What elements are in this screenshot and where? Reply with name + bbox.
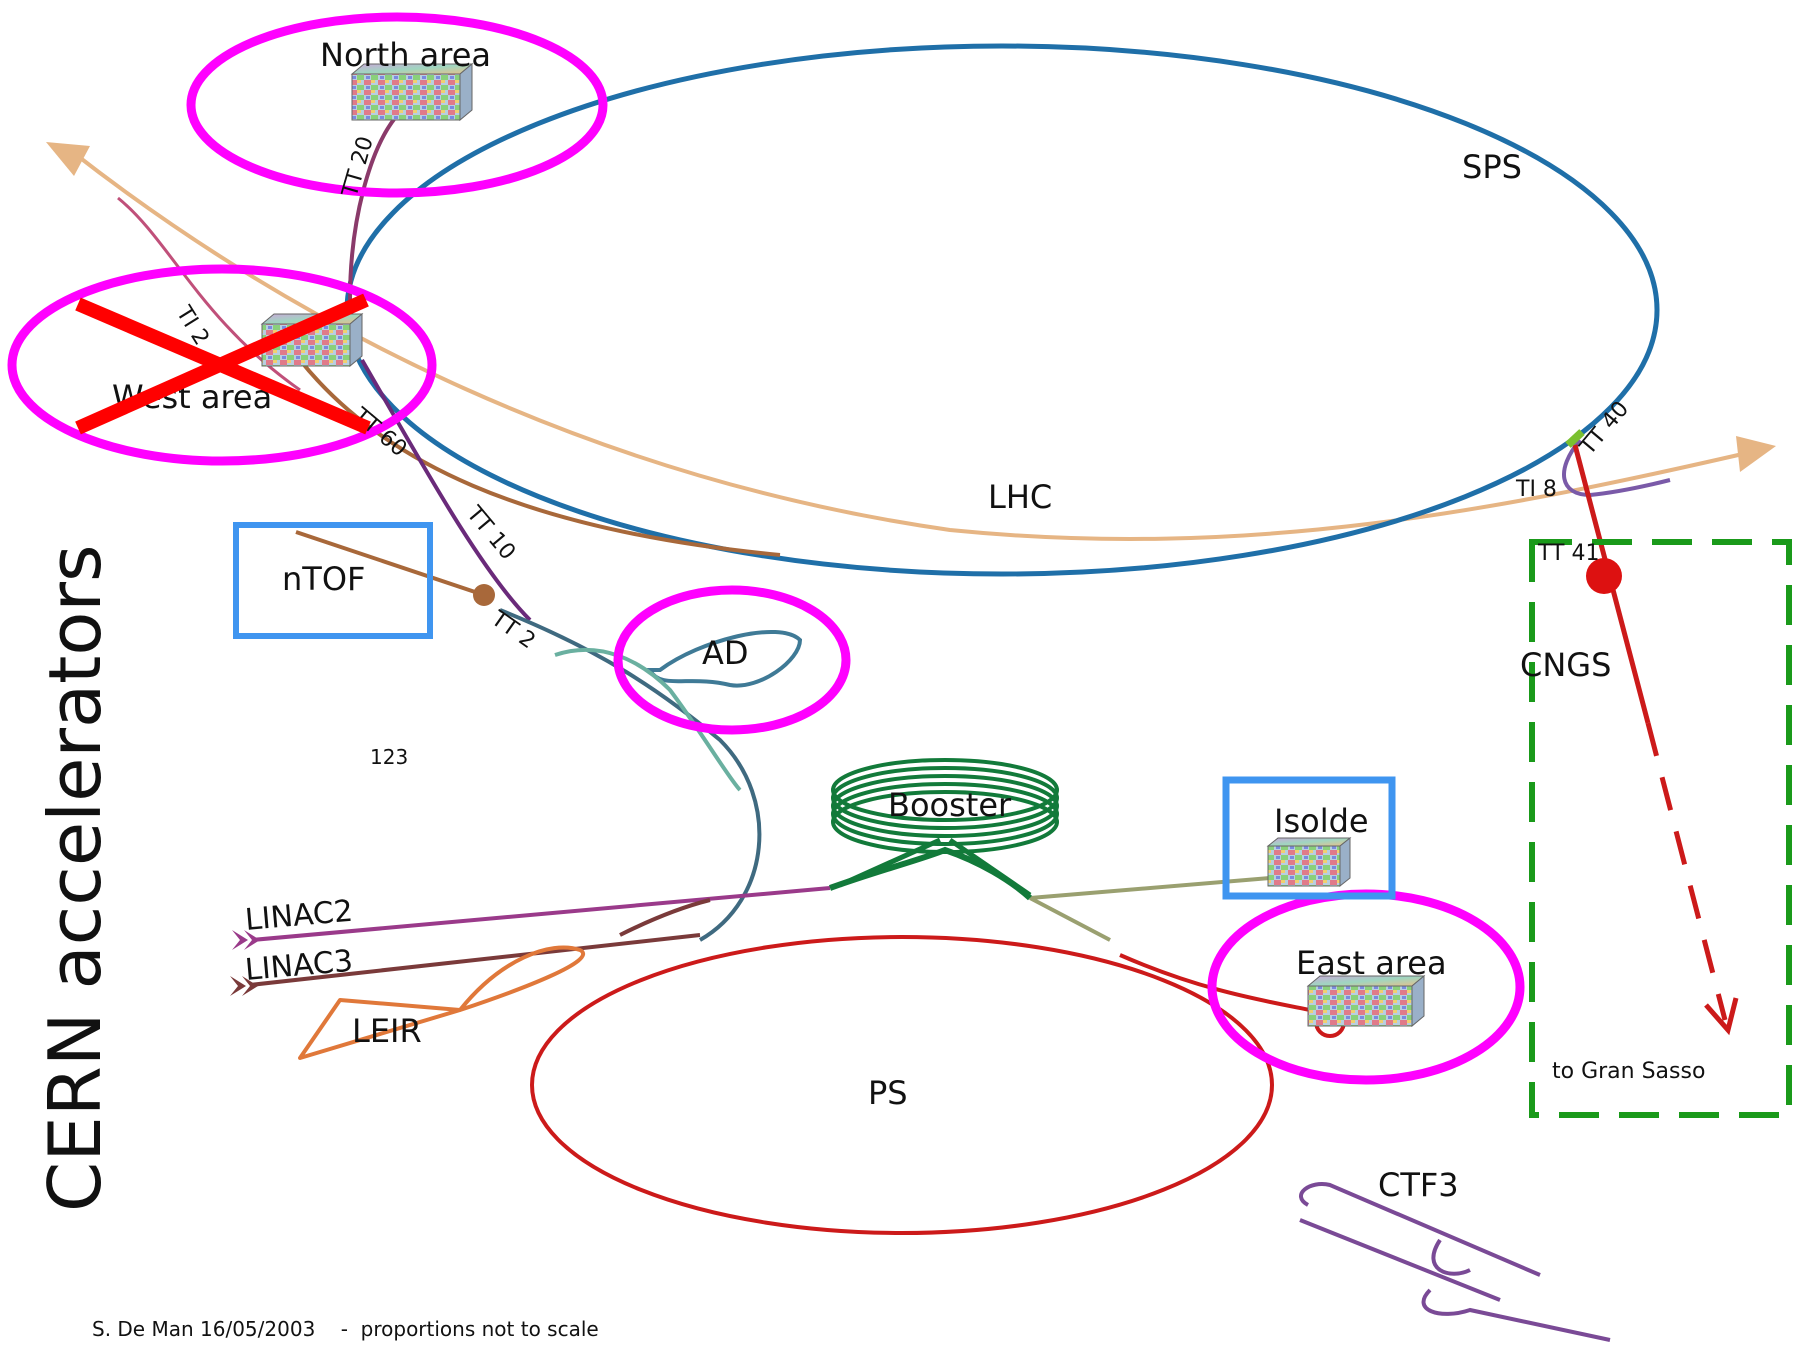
label-lhc: LHC bbox=[988, 478, 1052, 516]
ps-ring bbox=[530, 935, 1274, 1235]
ntof-line bbox=[295, 530, 485, 597]
label-isolde: Isolde bbox=[1274, 802, 1369, 840]
cngs-target-dot bbox=[1586, 558, 1622, 594]
label-tt41: TT 41 bbox=[1537, 541, 1599, 566]
ntof-box bbox=[233, 522, 433, 639]
booster-to-isolde-line bbox=[1029, 876, 1271, 900]
tt40-marker bbox=[1565, 429, 1585, 448]
linac2-source-icon-2 bbox=[244, 930, 260, 950]
label-booster: Booster bbox=[888, 786, 1012, 824]
ntof-junction-dot bbox=[473, 584, 495, 606]
tt60-line bbox=[298, 358, 781, 557]
ps-to-east-area-line bbox=[1119, 953, 1311, 1012]
label-ntof: nTOF bbox=[282, 560, 365, 598]
label-leir: LEIR bbox=[352, 1012, 422, 1050]
leir-ring bbox=[298, 998, 462, 1060]
label-ps: PS bbox=[868, 1074, 908, 1112]
linac3-source-icon-2 bbox=[242, 976, 258, 996]
west-area-cross-icon bbox=[75, 293, 371, 435]
linac2-line bbox=[251, 886, 831, 942]
ctf3-structure bbox=[1299, 1182, 1611, 1342]
tt10-line bbox=[360, 358, 532, 622]
lhc-right-arrow-icon bbox=[1736, 436, 1776, 472]
label-tt10: TT 10 bbox=[461, 501, 520, 565]
diagram-title: CERN accelerators bbox=[33, 544, 117, 1212]
north-area-block bbox=[350, 62, 474, 122]
linac3-to-leir-line bbox=[619, 898, 711, 937]
lhc-ring bbox=[46, 142, 1776, 541]
label-linac3: LINAC3 bbox=[244, 944, 355, 988]
north-area-highlight bbox=[186, 12, 608, 198]
label-ctf3: CTF3 bbox=[1378, 1166, 1459, 1204]
label-ad: AD bbox=[702, 634, 749, 672]
lhc-left-arrow-icon bbox=[46, 142, 90, 176]
footer-credit: S. De Man 16/05/2003 - proportions not t… bbox=[92, 1317, 599, 1341]
linac3-line bbox=[249, 933, 701, 987]
ad-highlight bbox=[613, 585, 851, 735]
label-east-area: East area bbox=[1296, 944, 1447, 982]
booster-to-ps-line bbox=[1029, 896, 1111, 942]
cngs-box bbox=[1529, 539, 1792, 1118]
linac3-source-icon bbox=[230, 976, 246, 996]
gran-sasso-arrow-icon bbox=[1704, 997, 1739, 1036]
label-ti8: TI 8 bbox=[1515, 477, 1557, 502]
ad-ring bbox=[646, 630, 803, 688]
label-to-gran-sasso: to Gran Sasso bbox=[1552, 1059, 1705, 1084]
east-area-block bbox=[1306, 974, 1426, 1028]
booster-rings bbox=[828, 758, 1059, 901]
label-sps: SPS bbox=[1462, 148, 1522, 186]
west-area-highlight bbox=[7, 264, 437, 466]
label-cngs: CNGS bbox=[1520, 646, 1611, 684]
label-stray-number: 123 bbox=[370, 745, 408, 769]
linac2-source-icon bbox=[232, 930, 248, 950]
isolde-box bbox=[1222, 776, 1396, 900]
gran-sasso-dashed-line bbox=[1645, 722, 1728, 1021]
label-north-area: North area bbox=[320, 36, 491, 74]
leir-loop bbox=[458, 945, 585, 1012]
isolde-block bbox=[1266, 836, 1352, 888]
ad-injection-line bbox=[554, 647, 742, 792]
